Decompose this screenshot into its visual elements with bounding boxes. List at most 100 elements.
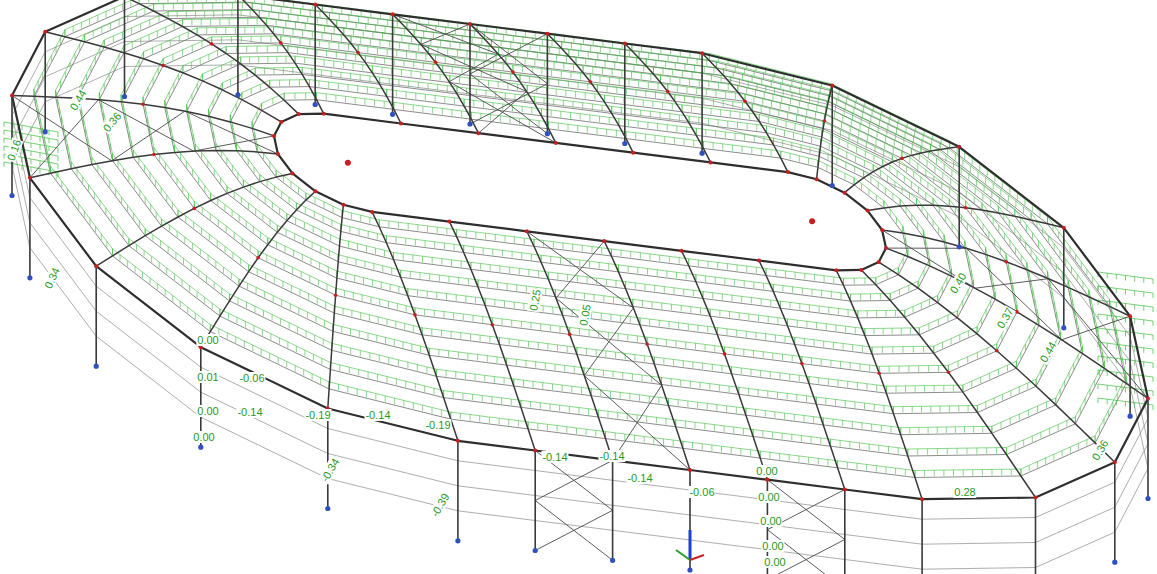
- load-value: 0.00: [755, 465, 778, 477]
- column: [12, 0, 1148, 574]
- structure-node: [468, 22, 472, 26]
- load-value: 0.44: [1037, 339, 1059, 365]
- structure-node: [709, 160, 713, 164]
- load-value: 0.00: [196, 334, 219, 346]
- structure-node: [456, 439, 460, 443]
- support: [1128, 414, 1133, 419]
- structure-node: [688, 468, 692, 472]
- load-value: -0.34: [318, 455, 342, 484]
- hub-node: [345, 160, 351, 166]
- structure-node: [141, 103, 145, 107]
- structure-node: [545, 32, 549, 36]
- structure-node: [476, 131, 480, 135]
- structure-node: [28, 176, 32, 180]
- structure-node: [859, 268, 863, 272]
- structure-node: [161, 64, 165, 68]
- structure-node: [341, 203, 345, 207]
- axis-y: [676, 550, 690, 560]
- load-value: 0.00: [759, 515, 782, 527]
- load-value: -0.19: [424, 419, 451, 431]
- structure-node: [511, 70, 515, 74]
- load-value: -0.14: [541, 451, 568, 463]
- structure-node: [877, 260, 881, 264]
- support: [1145, 496, 1150, 501]
- load-value: -0.39: [428, 490, 452, 519]
- structure-node: [94, 264, 98, 268]
- structure-node: [291, 171, 295, 175]
- structure-node: [877, 372, 881, 376]
- structure-node: [786, 170, 790, 174]
- load-value: -0.19: [304, 409, 331, 421]
- structure-node: [1034, 496, 1038, 500]
- load-value: -0.06: [238, 372, 265, 384]
- support: [43, 129, 48, 134]
- support: [313, 102, 318, 107]
- support: [198, 445, 203, 450]
- support: [700, 151, 705, 156]
- wind-load: [4, 122, 1153, 410]
- structure-node: [700, 51, 704, 55]
- support: [9, 193, 14, 198]
- structure-node: [947, 371, 951, 375]
- support: [122, 94, 127, 99]
- structure-node: [964, 206, 968, 210]
- structure-node: [210, 42, 214, 46]
- support: [390, 112, 395, 117]
- load-value: -0.14: [364, 409, 391, 421]
- structure-node: [152, 153, 156, 157]
- structure-node: [823, 119, 827, 123]
- structure-node: [568, 333, 572, 337]
- structure-node: [765, 478, 769, 482]
- structure-node: [1128, 314, 1132, 318]
- load-value: -0.14: [598, 450, 625, 462]
- structure-node: [554, 141, 558, 145]
- support: [235, 92, 240, 97]
- load-value: 0.37: [994, 305, 1016, 331]
- structure-node: [413, 313, 417, 317]
- support: [830, 183, 835, 188]
- structure-node: [723, 352, 727, 356]
- structure-node: [279, 120, 283, 124]
- support: [533, 548, 538, 553]
- support: [1112, 560, 1117, 565]
- structure-node: [1062, 226, 1066, 230]
- load-value: 0.01: [196, 371, 219, 383]
- structure-node: [399, 122, 403, 126]
- structure-node: [957, 145, 961, 149]
- roof-frame: [12, 0, 1148, 499]
- support: [1061, 325, 1066, 330]
- structure-node: [193, 207, 197, 211]
- structure-node: [276, 152, 280, 156]
- coordinate-axis: [676, 530, 704, 560]
- structure-node: [491, 323, 495, 327]
- structure-node: [602, 239, 606, 243]
- structure-node: [279, 41, 283, 45]
- structure-node: [272, 134, 276, 138]
- structure-node: [995, 349, 999, 353]
- axis-x: [690, 555, 704, 560]
- support: [610, 558, 615, 563]
- structure-node: [447, 220, 451, 224]
- support: [687, 567, 692, 572]
- hub-node: [809, 218, 815, 224]
- support: [455, 538, 460, 543]
- structure-node: [256, 256, 260, 260]
- structure-node: [631, 151, 635, 155]
- structure-node: [370, 210, 374, 214]
- wall-girt: [12, 15, 1148, 569]
- load-value: 0.25: [527, 287, 543, 312]
- structure-node: [834, 268, 838, 272]
- structure-node: [843, 191, 847, 195]
- support: [467, 121, 472, 126]
- support: [27, 275, 32, 280]
- load-value: 0.16: [4, 137, 23, 163]
- bracing: [12, 14, 1148, 574]
- structure-node: [334, 293, 338, 297]
- structure-node: [623, 42, 627, 46]
- structure-node: [1113, 460, 1117, 464]
- load-value: -0.14: [236, 406, 263, 418]
- load-value: 0.28: [953, 486, 976, 498]
- support: [957, 244, 962, 249]
